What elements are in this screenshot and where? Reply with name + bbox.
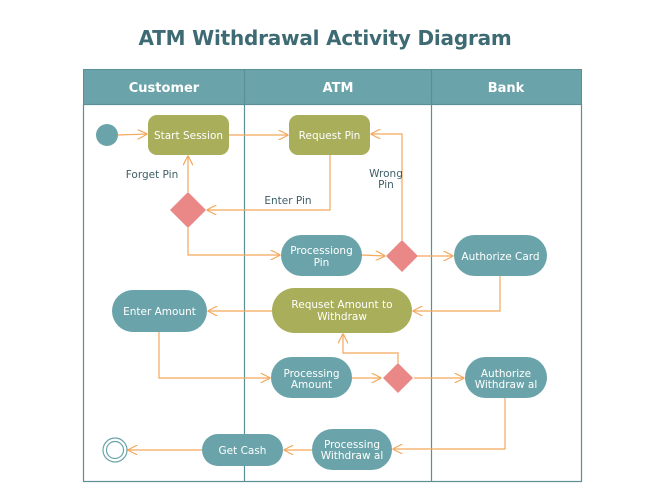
action-get-cash: Get Cash (202, 434, 283, 466)
decision-forget-pin (170, 192, 206, 228)
final-node (102, 437, 128, 463)
edge-enter-amount-to-processing-amount (158, 332, 270, 378)
action-label-line1: Requset Amount to (291, 299, 392, 311)
edge-processing-pin-to-decision-pin (361, 255, 385, 256)
initial-node (96, 124, 118, 146)
action-request-amount: Requset Amount to Withdraw (272, 288, 412, 333)
diagram-title: ATM Withdrawal Activity Diagram (138, 26, 512, 50)
lane-header-bank: Bank (488, 81, 525, 96)
lane-header-customer: Customer (129, 81, 200, 96)
action-authorize-withdrawal: Authorize Withdraw al (465, 357, 547, 398)
action-label: Request Pin (299, 130, 361, 142)
edge-decision-amount-to-request-amount (343, 334, 399, 363)
edge-authorize-withdrawal-to-processing-withdrawal (393, 398, 506, 449)
action-label-line2: Amount (291, 379, 332, 391)
action-label: Start Session (154, 130, 223, 142)
swimlane-frame: Customer ATM Bank (82, 69, 583, 483)
lane-header-atm: ATM (323, 81, 354, 96)
action-label-line2: Pin (314, 257, 330, 269)
action-label: Enter Amount (123, 306, 196, 318)
action-label-line1: Authorize (481, 368, 531, 380)
action-label: Get Cash (219, 445, 267, 457)
action-label-line2: Withdraw al (475, 379, 538, 391)
lane-body-frame (82, 103, 583, 483)
action-processing-pin: Processiong Pin (281, 235, 362, 276)
action-authorize-card: Authorize Card (454, 235, 547, 276)
edge-request-pin-to-decision-forget (207, 155, 331, 210)
action-label-line1: Processing (283, 368, 339, 380)
edge-label-enter-pin: Enter Pin (264, 195, 311, 207)
edge-start-to-start-session (117, 134, 147, 135)
action-label: Authorize Card (461, 251, 539, 263)
action-start-session: Start Session (148, 115, 229, 155)
edge-decision-forget-to-processing-pin (187, 228, 280, 255)
action-processing-withdrawal: Processing Withdraw al (312, 429, 392, 470)
edge-label-wrong-pin-line2: Pin (378, 179, 394, 191)
decision-amount-check (383, 363, 413, 393)
action-label-line2: Withdraw al (321, 450, 384, 462)
edge-authorize-card-to-request-amount (413, 276, 501, 311)
edge-decision-pin-to-request-pin (371, 134, 403, 240)
edge-label-wrong-pin-line1: Wrong (369, 168, 403, 180)
action-request-pin: Request Pin (289, 115, 370, 155)
edges (117, 134, 506, 450)
action-label-line2: Withdraw (317, 311, 367, 323)
action-label-line1: Processiong (290, 245, 353, 257)
action-processing-amount: Processing Amount (271, 357, 352, 398)
decision-pin-check (386, 240, 418, 272)
action-label-line1: Processing (324, 439, 380, 451)
action-enter-amount: Enter Amount (112, 290, 207, 332)
edge-label-forget-pin: Forget Pin (126, 169, 178, 181)
lane-header-bar (83, 69, 582, 105)
